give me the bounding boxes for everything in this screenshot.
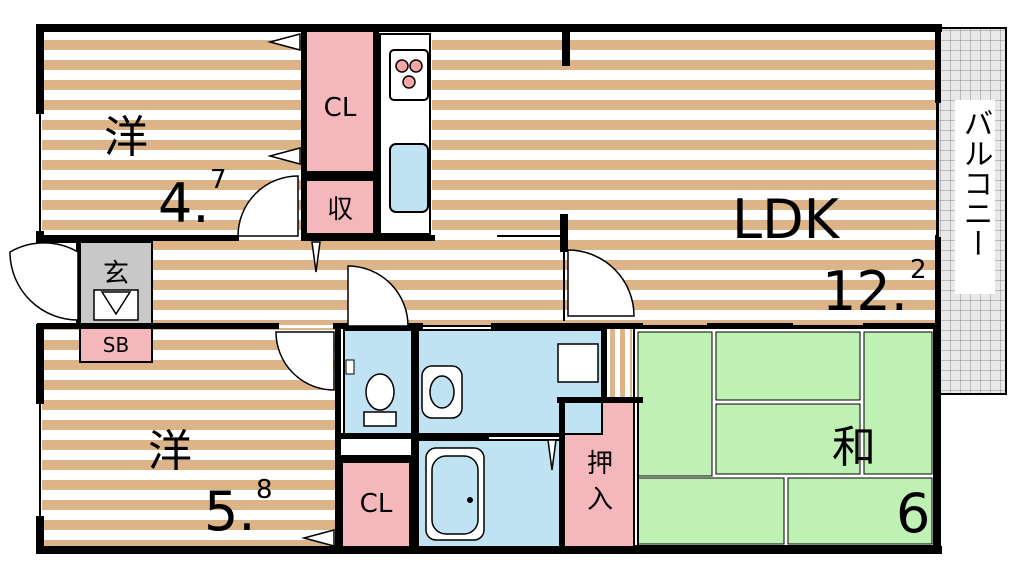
kitchen-counter (379, 33, 431, 235)
shoe-box (79, 325, 153, 363)
tatami-mat (715, 403, 861, 475)
closet-bottom (341, 461, 411, 549)
tatami-mat (863, 331, 933, 475)
door-ldk (567, 249, 635, 317)
stove-burner-icon (402, 75, 416, 89)
tatami-mat (637, 477, 785, 545)
closet-strip (606, 328, 632, 400)
western-room-1-size: 4. (158, 172, 210, 235)
toilet-paper-icon (345, 359, 355, 375)
shoe-box-label: SB (103, 333, 129, 357)
door-western2 (275, 331, 335, 391)
washing-machine-icon (557, 343, 599, 383)
ldk-floor-main (432, 30, 936, 235)
door-toilet (347, 265, 409, 327)
toilet-tank-icon (363, 411, 397, 427)
door-entrance (9, 242, 79, 321)
entrance: 玄 (79, 241, 153, 325)
indicator-triangles (267, 33, 557, 547)
stove-burner-icon (409, 59, 423, 73)
door-western1 (237, 175, 299, 237)
ldk-size-sup: 2 (910, 255, 927, 285)
western-room-2-label: 洋 (148, 426, 192, 477)
western-room-1-size-sup: 7 (210, 165, 227, 195)
ldk-size: 12. (822, 260, 908, 323)
tatami-mat (715, 331, 861, 401)
storage-closets: CL 収 CL 押 入 SB (79, 29, 637, 549)
washitsu (633, 327, 935, 547)
washitsu-label: 和 (832, 422, 876, 473)
wet-area (343, 329, 603, 549)
door-swings (9, 175, 635, 391)
western-room-2-size: 5. (204, 480, 256, 543)
stove-burner-icon (395, 59, 409, 73)
oshiire-label-1: 押 (587, 449, 613, 479)
entrance-arrow-icon (100, 291, 132, 316)
western-room-1-label: 洋 (104, 112, 148, 163)
closet-bottom-label: CL (360, 489, 393, 519)
storage-shu (305, 179, 375, 235)
sink-icon (389, 143, 429, 213)
balcony: バルコニー (935, 27, 1007, 395)
tatami-mat (787, 477, 933, 545)
oshiire-label-2: 入 (587, 485, 613, 515)
washitsu-size: 6 (896, 482, 930, 545)
western-room-2-size-sup: 8 (256, 475, 273, 505)
storage-shu-label: 収 (327, 195, 353, 225)
toilet-bowl-icon (365, 373, 395, 411)
closet-top-label: CL (324, 93, 357, 123)
entrance-label: 玄 (103, 259, 129, 289)
ldk-label: LDK (732, 188, 841, 251)
tatami-mat (637, 331, 713, 477)
balcony-label: バルコニー (958, 108, 993, 258)
room-labels: 洋 4. 7 LDK 12. 2 洋 5. 8 和 6 (104, 112, 930, 545)
